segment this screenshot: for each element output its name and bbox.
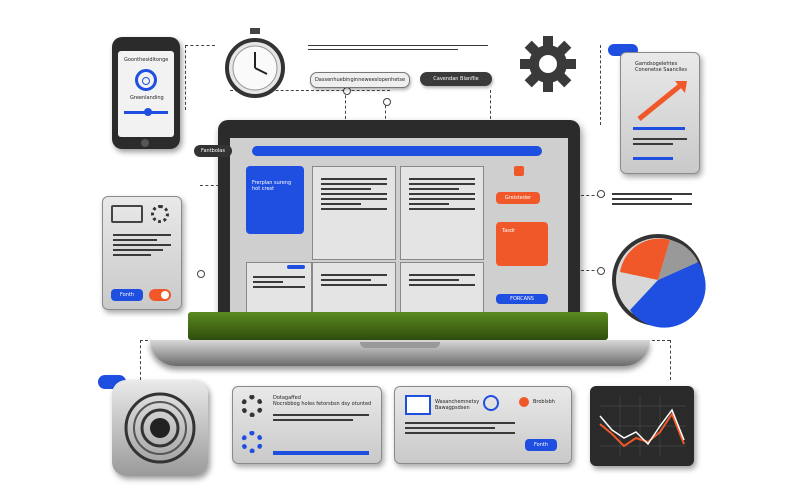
- trend-arrow-icon: [635, 79, 689, 127]
- left-card-toggle[interactable]: [149, 289, 171, 301]
- screen-side-tag-label: Fantbolas: [201, 148, 225, 154]
- doc-card: Gamdsogelehtes Conenetse Saanclles: [620, 52, 700, 174]
- top-pill-right[interactable]: Cavendan Blanflie: [420, 72, 492, 86]
- bottom-right-lines: [405, 419, 515, 437]
- phone-home-button[interactable]: [141, 139, 149, 147]
- item-2: Bawagpsdsen: [435, 405, 470, 411]
- connector-line: [560, 270, 605, 271]
- bottom-right-button[interactable]: Fonth: [525, 439, 557, 451]
- phone-device: Goonthesiditonge Greenlanding: [112, 37, 180, 149]
- window-icon: [111, 205, 143, 223]
- connector-line: [185, 45, 186, 110]
- line-series-orange: [599, 411, 685, 448]
- connector-line: [230, 90, 390, 91]
- pie-slice-blue: [630, 262, 706, 328]
- bottom-middle-lines: [273, 411, 369, 424]
- connector-node: [383, 98, 391, 106]
- pie-slice-gray: [658, 240, 698, 280]
- connector-line: [600, 45, 601, 125]
- left-card-lines: [113, 231, 171, 259]
- grass-base: [188, 312, 608, 340]
- connector-node: [597, 190, 605, 198]
- laptop-screen: Fantbolas Frerplan sureng hot crest Grei…: [194, 138, 568, 330]
- doc-card-lines: [633, 135, 687, 148]
- connector-line: [490, 90, 491, 145]
- content-panel-1: [312, 166, 396, 260]
- connector-line: [670, 340, 671, 380]
- blue-card[interactable]: Frerplan sureng hot crest: [246, 166, 304, 234]
- line-series-white: [599, 408, 685, 446]
- screen-side-tag[interactable]: Fantbolas: [194, 145, 232, 157]
- connector-line: [185, 45, 215, 46]
- bottom-middle-title: Dotagaffed: [273, 395, 301, 401]
- bottom-middle-bar: [273, 451, 369, 455]
- phone-subtitle: Greenlanding: [130, 95, 164, 101]
- pie-chart: [610, 232, 706, 328]
- orange-card[interactable]: Tasdr: [496, 222, 548, 266]
- bottom-middle-subtitle: Nocrsbbog holes fetorsbsn dsy otunted: [273, 401, 372, 407]
- connector-node: [197, 270, 205, 278]
- top-pill-left[interactable]: Dassenhuebinginneweeslopenhetse: [310, 72, 410, 88]
- orange-button-top[interactable]: Greisteder: [496, 192, 540, 204]
- left-card: Fonth: [102, 196, 182, 310]
- line-chart-card: [590, 386, 694, 466]
- top-pill-right-label: Cavendan Blanflie: [433, 76, 479, 82]
- gear-small-icon: [151, 205, 169, 223]
- connector-line: [560, 195, 605, 196]
- connector-node: [597, 267, 605, 275]
- connector-node: [343, 87, 351, 95]
- connector-line: [345, 90, 346, 145]
- content-panel-2: [400, 166, 484, 260]
- laptop-device: Fantbolas Frerplan sureng hot crest Grei…: [194, 120, 580, 345]
- content-panel-4: [312, 262, 396, 314]
- doc-card-subtitle: Conenetse Saanclles: [635, 67, 687, 73]
- mail-icon: [405, 395, 431, 415]
- doc-card-bar: [633, 127, 685, 130]
- gear-icon: [241, 395, 263, 417]
- left-card-button[interactable]: Fonth: [111, 289, 143, 301]
- top-pill-left-label: Dassenhuebinginneweeslopenhetse: [314, 77, 406, 83]
- laptop-keyboard-base: [150, 340, 650, 366]
- screen-topbar[interactable]: [252, 146, 542, 156]
- blue-pill-button[interactable]: FORCANS: [496, 294, 548, 304]
- right-text-lines: [612, 190, 692, 208]
- item-1: Wasanchemnetsy: [435, 399, 480, 405]
- phone-target-icon: [135, 69, 157, 91]
- lock-icon: [514, 166, 524, 176]
- blue-card-text: Frerplan sureng hot crest: [252, 180, 292, 192]
- camera-lens-icon: [112, 380, 208, 476]
- orange-card-text: Tasdr: [502, 228, 516, 234]
- gear-blue-icon: [241, 431, 263, 453]
- phone-title: Goonthesiditonge: [124, 57, 169, 63]
- connector-line: [200, 185, 230, 186]
- content-panel-5: [400, 262, 484, 314]
- bottom-right-card: Wasanchemnetsy Bawagpsdsen Broblsbh Font…: [394, 386, 572, 464]
- stopwatch-icon: [223, 28, 287, 100]
- item-3: Broblsbh: [533, 399, 555, 405]
- bottom-middle-card: Dotagaffed Nocrsbbog holes fetorsbsn dsy…: [232, 386, 382, 464]
- content-panel-3: [246, 262, 312, 314]
- header-text-lines: [308, 42, 498, 53]
- connector-line: [140, 340, 141, 380]
- status-dot-icon: [519, 397, 529, 407]
- gear-icon: [518, 34, 578, 94]
- phone-screen: Goonthesiditonge Greenlanding: [118, 51, 174, 137]
- doc-card-title: Gamdsogelehtes: [635, 61, 678, 67]
- phone-slider-knob[interactable]: [144, 108, 152, 116]
- doc-card-bar: [633, 157, 673, 160]
- info-icon: [483, 395, 499, 411]
- pie-slice-orange: [620, 238, 670, 280]
